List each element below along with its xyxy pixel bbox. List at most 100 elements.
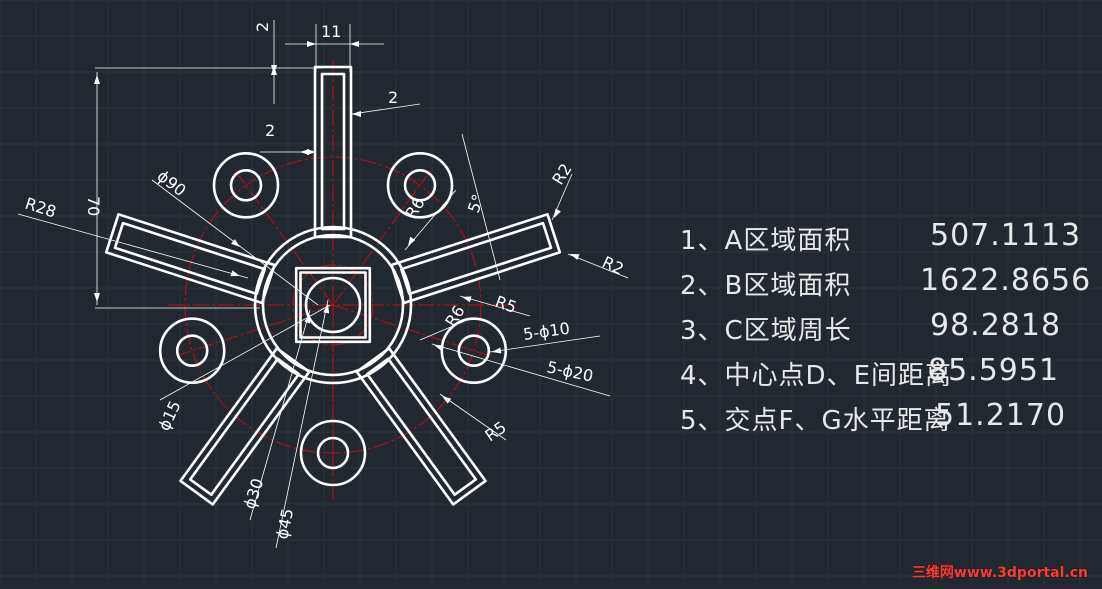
dim-height: 70 bbox=[84, 196, 103, 216]
dim-arrow bbox=[352, 111, 361, 117]
dim-line bbox=[461, 133, 501, 281]
radial-centerline bbox=[332, 304, 495, 359]
dim-arrow bbox=[307, 149, 316, 155]
result-value: 507.1113 bbox=[930, 218, 1082, 253]
center-hole bbox=[304, 276, 362, 334]
dim-arrow bbox=[434, 345, 444, 351]
dim-5phi20: 5-ϕ20 bbox=[545, 357, 595, 385]
dim-arrow bbox=[408, 236, 416, 246]
result-label: 5、交点F、G水平距离 bbox=[680, 406, 951, 436]
dim-line bbox=[459, 295, 531, 317]
spoke-outline bbox=[313, 65, 353, 239]
dim-arrow bbox=[307, 41, 316, 47]
lobe-outline bbox=[158, 317, 226, 385]
dim-angle: 5° bbox=[464, 192, 488, 216]
dim-arrow bbox=[462, 296, 472, 303]
dim-arrow bbox=[442, 396, 452, 404]
result-row-2: 2、B区域面积 1622.8656 bbox=[680, 259, 1100, 304]
dim-line bbox=[489, 335, 601, 353]
part-outline[interactable] bbox=[104, 65, 562, 506]
dim-r2-bottom: R2 bbox=[599, 252, 626, 278]
center-square-inner bbox=[299, 271, 367, 339]
dim-r5-upper: R5 bbox=[493, 292, 520, 317]
results-panel: 1、A区域面积 507.1113 2、B区域面积 1622.8656 3、C区域… bbox=[680, 214, 1100, 439]
dim-arrow bbox=[271, 66, 277, 75]
lobe-hole bbox=[175, 334, 209, 368]
hub-outer-circle-inner bbox=[261, 233, 405, 377]
dim-line bbox=[351, 103, 421, 115]
dim-line bbox=[249, 309, 311, 521]
lobe-hole bbox=[457, 334, 491, 368]
center-lines bbox=[168, 60, 518, 500]
result-label: 2、B区域面积 bbox=[680, 271, 852, 301]
result-value: 85.5951 bbox=[928, 353, 1060, 388]
result-value: 51.2170 bbox=[935, 398, 1067, 433]
center-square bbox=[294, 266, 372, 344]
lobe-hole bbox=[403, 169, 437, 202]
dim-r28: R28 bbox=[23, 194, 59, 222]
hub-outer-circle bbox=[253, 225, 413, 385]
dim-phi90: ϕ90 bbox=[154, 166, 190, 200]
spoke-slot bbox=[399, 221, 553, 296]
dim-phi45: ϕ45 bbox=[272, 507, 297, 541]
result-row-1: 1、A区域面积 507.1113 bbox=[680, 214, 1100, 259]
dim-arrow bbox=[323, 304, 330, 314]
dim-arrow bbox=[554, 208, 561, 218]
dim-arrow bbox=[230, 270, 240, 277]
watermark: 三维网www.3dportal.cn bbox=[911, 565, 1088, 581]
lobe-outline bbox=[440, 317, 508, 385]
dim-r2-top: R2 bbox=[548, 160, 575, 188]
spoke-outline bbox=[390, 213, 562, 305]
dim-line bbox=[439, 393, 507, 441]
dim-arrow bbox=[492, 347, 502, 354]
spoke-slot bbox=[113, 221, 267, 296]
result-row-3: 3、C区域周长 98.2818 bbox=[680, 304, 1100, 349]
dim-right-wall: 2 bbox=[388, 88, 398, 107]
result-label: 4、中心点D、E间距离 bbox=[680, 361, 952, 391]
spoke-outline bbox=[355, 346, 487, 506]
lobe-outline bbox=[212, 152, 280, 219]
dim-top-width: 11 bbox=[321, 22, 341, 41]
lobe-hole bbox=[229, 169, 263, 202]
dim-line bbox=[419, 317, 473, 341]
result-label: 1、A区域面积 bbox=[680, 226, 852, 256]
radial-centerline bbox=[232, 167, 334, 306]
result-row-5: 5、交点F、G水平距离 51.2170 bbox=[680, 394, 1100, 439]
dim-arrow bbox=[94, 75, 100, 84]
dim-arrow bbox=[94, 293, 100, 302]
lobe-outline bbox=[386, 152, 454, 219]
dim-arrow bbox=[570, 254, 580, 260]
dim-line bbox=[275, 299, 329, 549]
spoke-outline bbox=[179, 346, 311, 506]
lobe-outline bbox=[299, 419, 367, 487]
dim-r5-lower: R5 bbox=[481, 417, 509, 445]
dim-arrow bbox=[304, 314, 311, 324]
dim-arrow bbox=[231, 239, 240, 247]
dimension-lines bbox=[17, 20, 629, 549]
dim-5phi10: 5-ϕ10 bbox=[522, 319, 571, 344]
dim-left-wall: 2 bbox=[265, 121, 275, 140]
dim-line bbox=[17, 213, 249, 279]
dim-r-small: R6 bbox=[441, 302, 468, 330]
dim-phi30: ϕ30 bbox=[240, 476, 268, 511]
result-value: 98.2818 bbox=[930, 308, 1062, 343]
radial-centerline bbox=[171, 304, 334, 359]
result-row-4: 4、中心点D、E间距离 85.5951 bbox=[680, 349, 1100, 394]
dim-top-gap: 2 bbox=[253, 22, 272, 32]
lobe-hole bbox=[316, 436, 350, 470]
result-value: 1622.8656 bbox=[920, 263, 1092, 298]
dim-arrow bbox=[300, 149, 309, 155]
result-label: 3、C区域周长 bbox=[680, 316, 852, 346]
spoke-outline bbox=[104, 213, 276, 305]
spoke-slot bbox=[320, 72, 346, 231]
spoke-slot bbox=[188, 357, 301, 497]
dimension-labels: 2 11 2 2 70 ϕ90 R28 R6 5° R2 R2 R5 R6 5-… bbox=[23, 22, 627, 541]
radial-centerline bbox=[332, 167, 434, 306]
spoke-slot bbox=[365, 357, 478, 497]
dim-line bbox=[159, 304, 331, 401]
dim-line bbox=[431, 343, 611, 397]
dim-arrow bbox=[350, 41, 359, 47]
